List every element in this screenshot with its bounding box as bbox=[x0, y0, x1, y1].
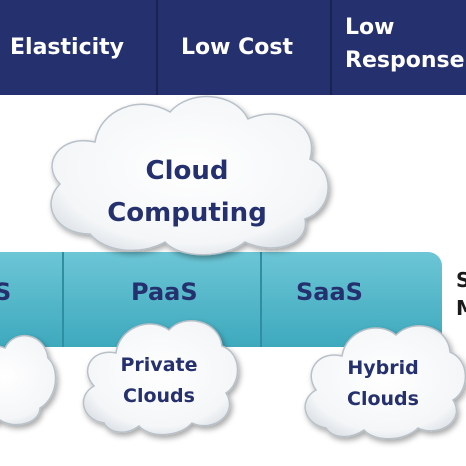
private-clouds-line2: Clouds bbox=[123, 385, 195, 407]
cloud-computing-line1: Cloud bbox=[145, 156, 229, 186]
cloud-computing-line2: Computing bbox=[107, 198, 267, 228]
band-divider bbox=[62, 252, 64, 347]
service-label-saas: SaaS bbox=[296, 278, 363, 306]
banner-divider bbox=[330, 0, 332, 95]
characteristics-banner bbox=[0, 0, 466, 95]
service-label-partial: S bbox=[0, 278, 12, 306]
banner-divider bbox=[156, 0, 158, 95]
banner-item-low-response-time: Low Response ti bbox=[345, 0, 466, 95]
hybrid-clouds-label: Hybrid Clouds bbox=[328, 353, 438, 415]
private-clouds-line1: Private bbox=[120, 354, 198, 376]
banner-item-low-response-line1: Low bbox=[345, 15, 395, 40]
partial-cloud-left bbox=[0, 334, 57, 426]
cloud-computing-label: Cloud Computing bbox=[92, 150, 282, 234]
hybrid-clouds-cloud bbox=[304, 325, 466, 440]
banner-item-low-cost: Low Cost bbox=[181, 35, 293, 60]
banner-item-elasticity: Elasticity bbox=[10, 35, 125, 60]
hybrid-clouds-line2: Clouds bbox=[347, 388, 419, 410]
private-clouds-cloud bbox=[82, 320, 239, 436]
private-clouds-label: Private Clouds bbox=[104, 350, 214, 412]
banner-item-low-response-line2: Response ti bbox=[345, 48, 466, 73]
band-divider bbox=[260, 252, 262, 347]
right-fragment-line2: M bbox=[456, 296, 466, 320]
service-label-paas: PaaS bbox=[131, 278, 198, 306]
hybrid-clouds-line1: Hybrid bbox=[347, 357, 419, 379]
right-fragment-line1: S bbox=[456, 268, 466, 292]
cloud-computing-cloud bbox=[50, 95, 329, 256]
